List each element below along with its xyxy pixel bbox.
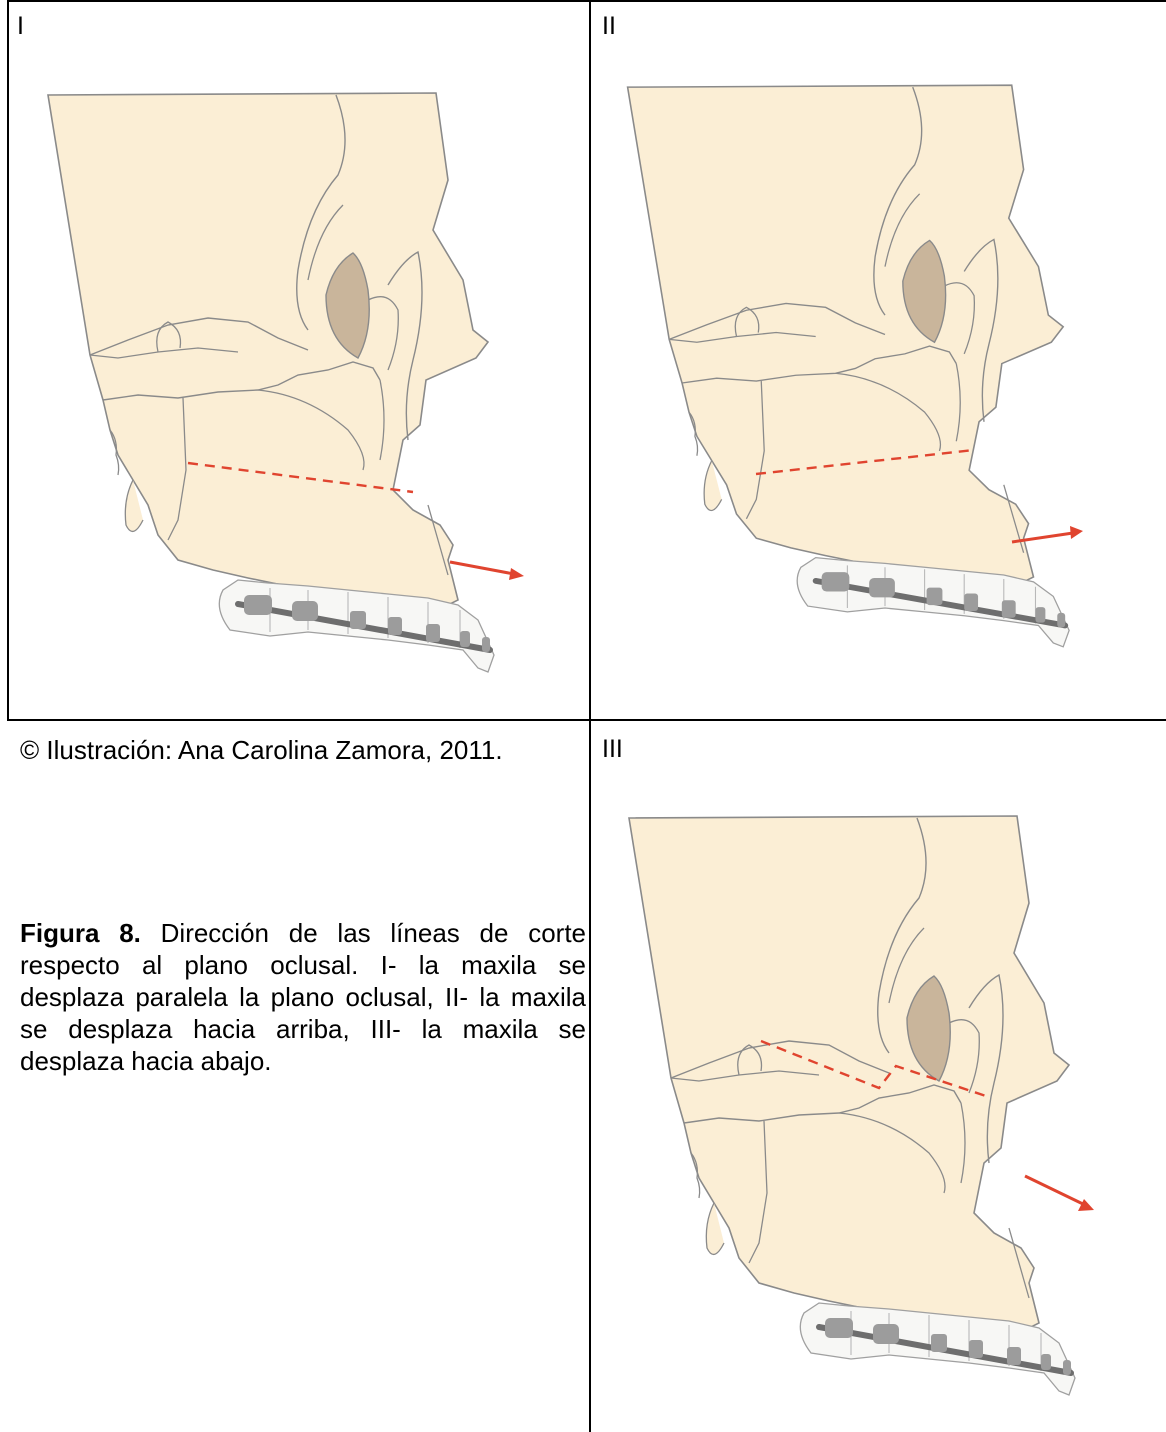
- illustration-panel-iii: [591, 721, 1166, 1432]
- figure-caption: Figura 8. Dirección de las líneas de cor…: [20, 917, 586, 1077]
- movement-arrow: [1025, 1176, 1094, 1211]
- figure-caption-label: Figura 8.: [20, 918, 141, 948]
- illustration-panel-ii: [591, 0, 1166, 718]
- illustration-credit: © Ilustración: Ana Carolina Zamora, 2011…: [20, 734, 586, 766]
- illustration-panel-i: [8, 0, 588, 718]
- movement-arrow: [450, 562, 524, 580]
